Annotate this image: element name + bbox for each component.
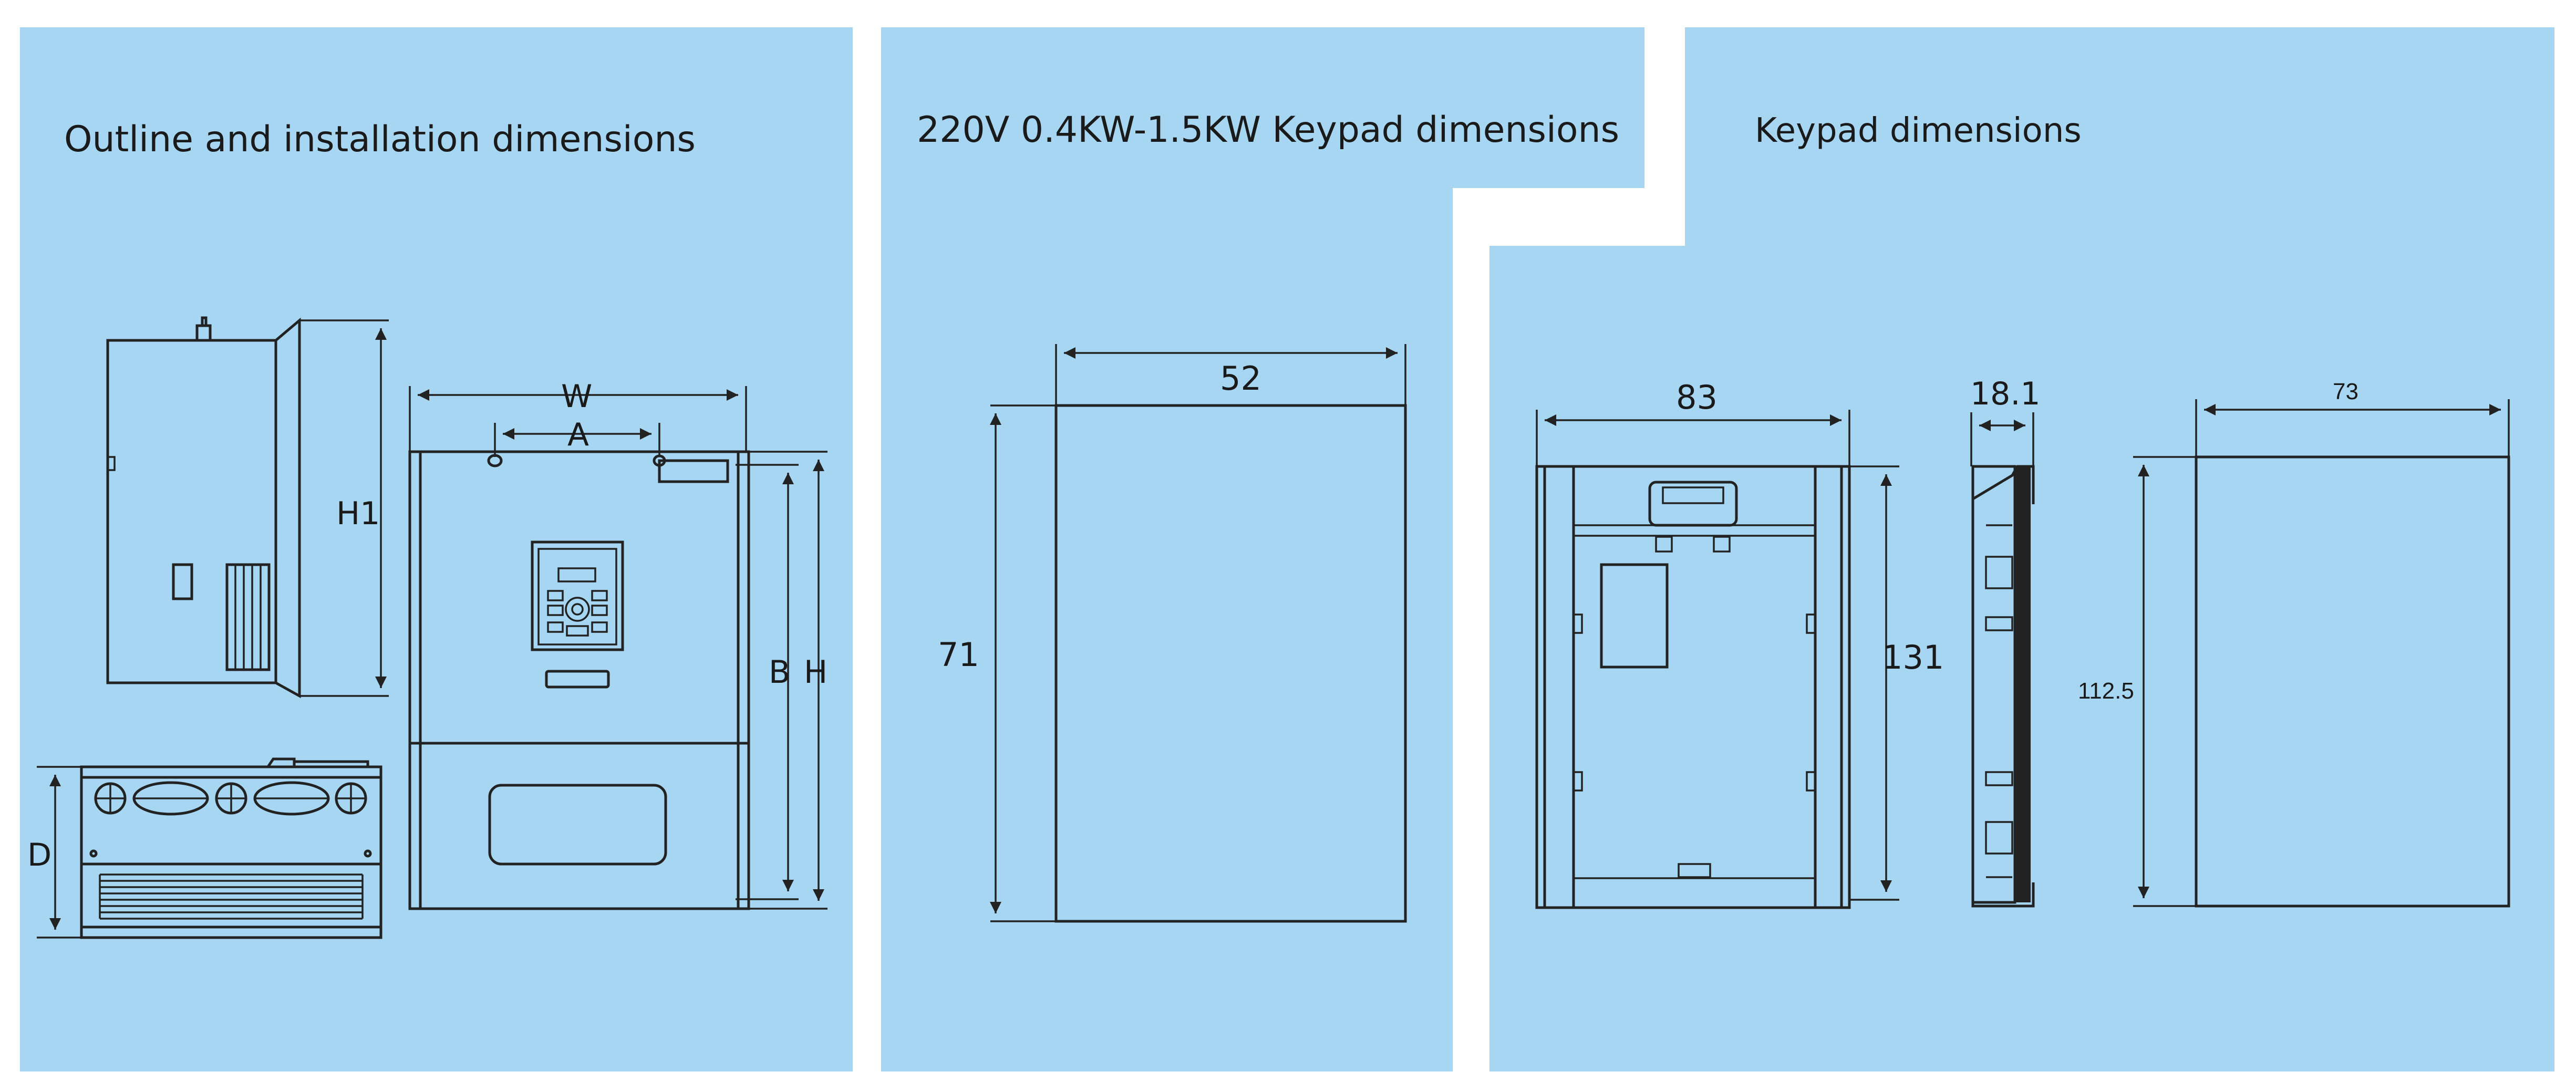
side-view [106, 316, 389, 699]
cutout-width-label: 73 [2333, 379, 2358, 404]
bottom-view [37, 757, 382, 939]
small-keypad-height-label: 71 [938, 636, 979, 674]
dim-b-label: B [769, 654, 790, 691]
small-keypad-width-label: 52 [1220, 359, 1261, 398]
keypad-front-view [1535, 410, 1899, 909]
keypad-title: Keypad dimensions [1755, 111, 2082, 150]
outline-title: Outline and installation dimensions [64, 119, 696, 160]
dim-a-label: A [567, 417, 589, 453]
panel-keypad-small [881, 27, 1644, 1071]
front-view [408, 386, 827, 910]
cutout-height-label: 112.5 [2078, 678, 2134, 704]
dim-h1-label: H1 [336, 495, 380, 532]
dim-h-label: H [804, 654, 827, 691]
keypad-depth-label: 18.1 [1970, 376, 2041, 412]
dim-w-label: W [561, 378, 592, 415]
keypad-width-label: 83 [1676, 378, 1718, 417]
dim-d-label: D [27, 837, 51, 873]
small-keypad-outline [990, 344, 1407, 923]
keypad-small-title: 220V 0.4KW-1.5KW Keypad dimensions [917, 109, 1619, 151]
keypad-cutout-view [2133, 399, 2510, 908]
keypad-height-label: 131 [1882, 638, 1944, 677]
keypad-side-view [1970, 412, 2035, 908]
